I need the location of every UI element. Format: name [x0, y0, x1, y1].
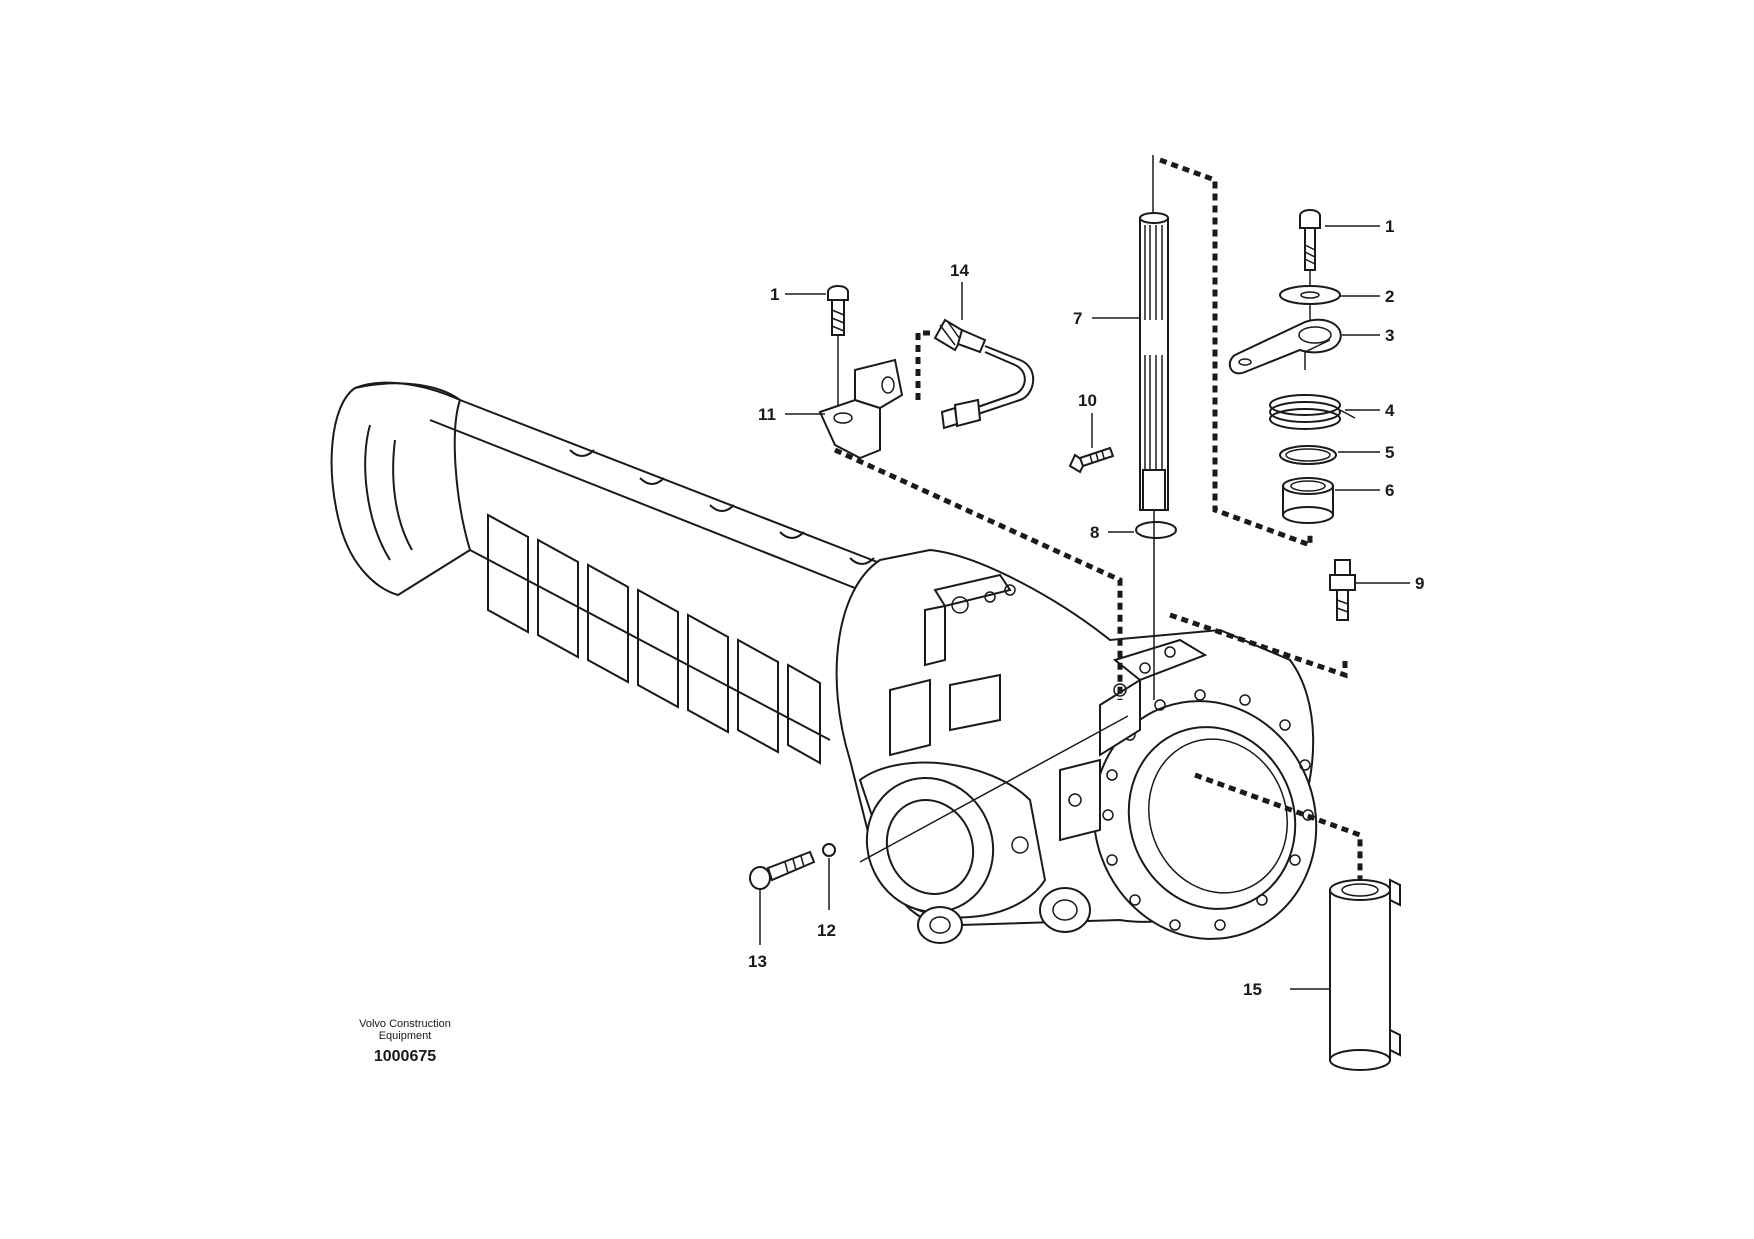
- callout-8: 8: [1090, 523, 1100, 542]
- steering-knuckle-housing: [835, 548, 1318, 944]
- callout-10: 10: [1078, 391, 1097, 410]
- callout-2: 2: [1385, 287, 1395, 306]
- bracket-and-sensor: [818, 285, 1035, 460]
- callout-11: 11: [758, 405, 776, 424]
- drawing-number: 1000675: [373, 1048, 437, 1065]
- drawing-footer: Volvo Construction Equipment 1000675: [340, 1018, 470, 1066]
- callout-6: 6: [1385, 481, 1395, 500]
- o-ring: [1135, 521, 1177, 539]
- screw: [1068, 446, 1115, 474]
- callout-1-left: 1: [770, 285, 780, 304]
- axle-housing-arm: [330, 381, 886, 765]
- pivot-pin: [1329, 878, 1401, 1071]
- company-name-line1: Volvo Construction: [359, 1018, 451, 1030]
- king-pin-shaft: [1135, 155, 1177, 700]
- callout-1-right: 1: [1385, 217, 1395, 236]
- leader-lines: [759, 225, 1410, 990]
- callout-3: 3: [1385, 326, 1395, 345]
- callout-4: 4: [1385, 401, 1395, 420]
- callout-14: 14: [950, 261, 969, 280]
- callout-9: 9: [1415, 574, 1425, 593]
- company-name-line2: Equipment: [378, 1030, 432, 1042]
- assembly-lines: [833, 157, 1363, 880]
- callout-15: 15: [1243, 980, 1262, 999]
- callout-13: 13: [748, 952, 767, 971]
- callout-12: 12: [817, 921, 836, 940]
- callout-7: 7: [1073, 309, 1083, 328]
- stud-bolt: [1329, 559, 1356, 621]
- lever-assembly-stack: [1228, 209, 1356, 524]
- grease-bolt-and-ball: [749, 715, 1129, 890]
- callout-5: 5: [1385, 443, 1395, 462]
